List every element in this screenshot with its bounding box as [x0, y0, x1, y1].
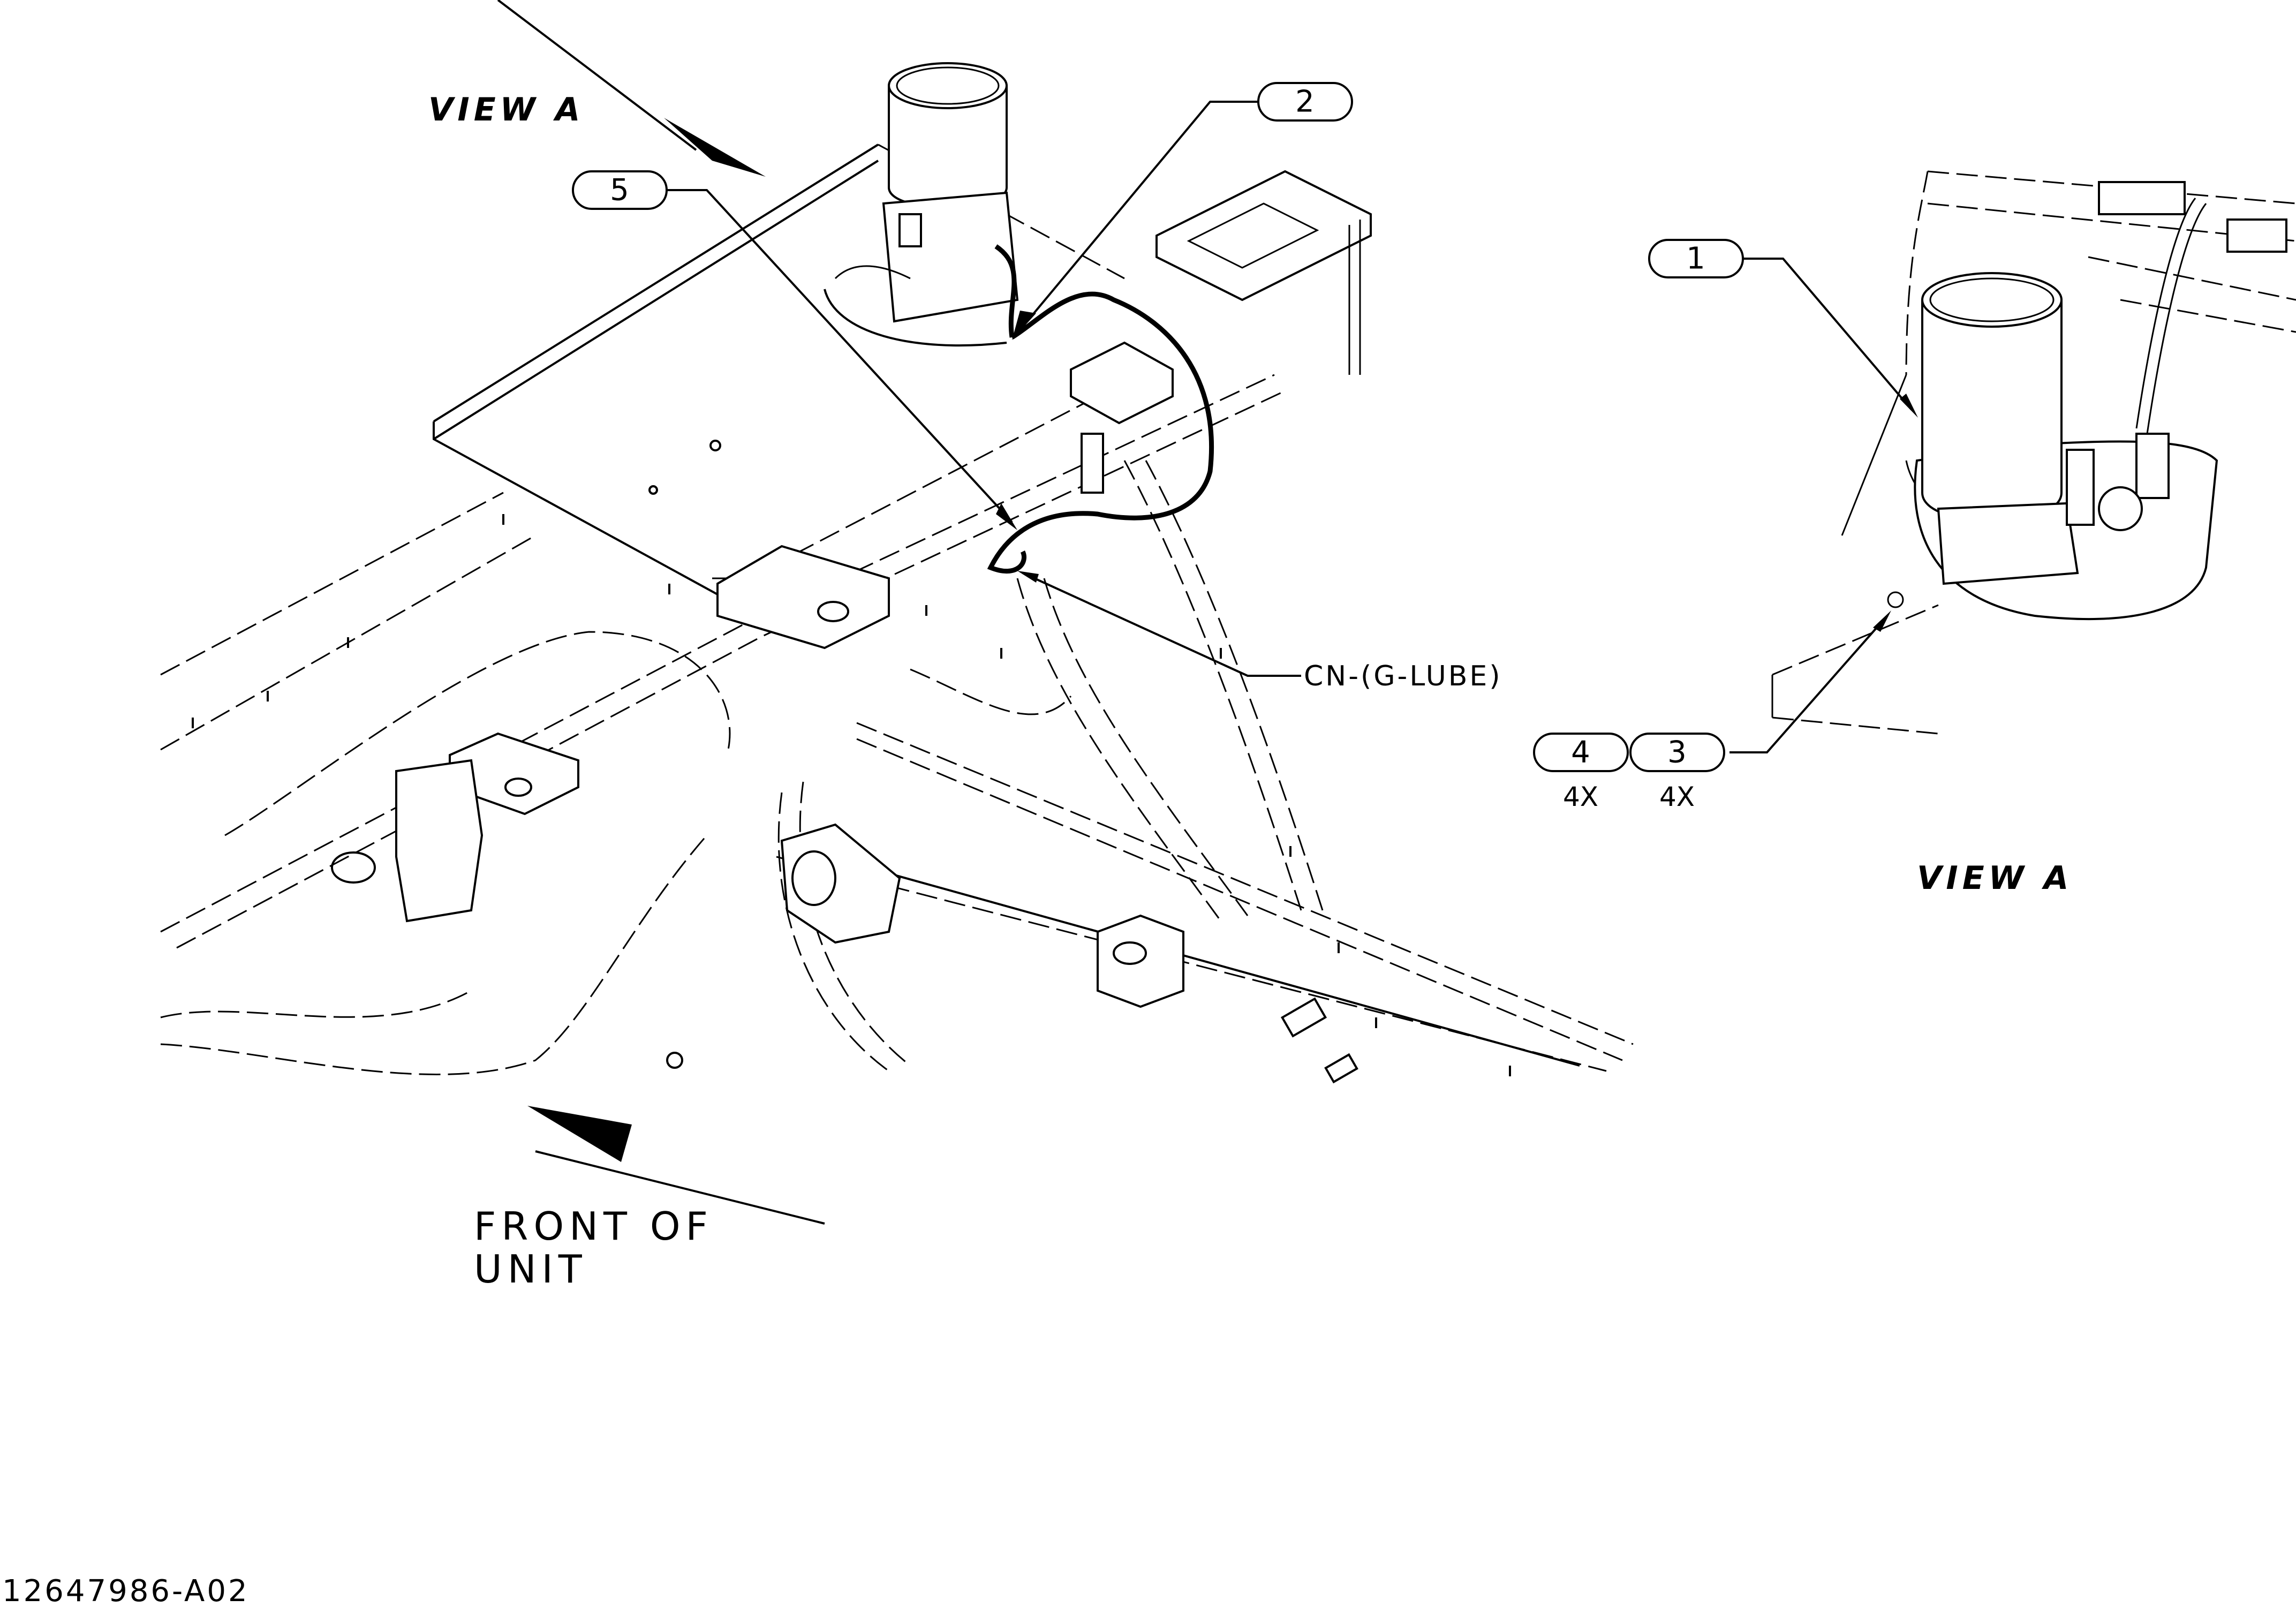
callout-item-4-number: 4 — [1571, 735, 1590, 770]
callout-item-4: 4 — [1533, 733, 1629, 772]
callout-item-2: 2 — [1257, 82, 1353, 122]
connector-label: CN-(G-LUBE) — [1304, 660, 1502, 692]
leader-lines — [497, 0, 1918, 1225]
callout-item-1-number: 1 — [1686, 242, 1705, 276]
front-arrowhead — [527, 1106, 632, 1162]
frame-studs — [192, 433, 1511, 1084]
callout-item-3-number: 3 — [1667, 735, 1687, 770]
front-of-unit-line2: UNIT — [474, 1247, 587, 1292]
callout-item-5: 5 — [572, 170, 668, 210]
callout-item-3: 3 — [1629, 733, 1725, 772]
view-a-detail — [1771, 170, 2296, 735]
view-a-arrowhead — [664, 118, 766, 177]
callout-item-5-number: 5 — [610, 173, 629, 208]
view-a-label-detail: VIEW A — [1917, 859, 2073, 897]
callout-item-1: 1 — [1648, 239, 1744, 278]
frame-assembly-view — [160, 62, 1634, 1084]
view-a-label-main: VIEW A — [428, 91, 584, 129]
front-of-unit-line1: FRONT OF — [474, 1204, 713, 1249]
callout-item-2-number: 2 — [1295, 85, 1315, 119]
callout-item-4-quantity: 4X — [1563, 781, 1598, 812]
document-number: 12647986-A02 — [2, 1574, 250, 1607]
callout-item-3-quantity: 4X — [1659, 781, 1695, 812]
